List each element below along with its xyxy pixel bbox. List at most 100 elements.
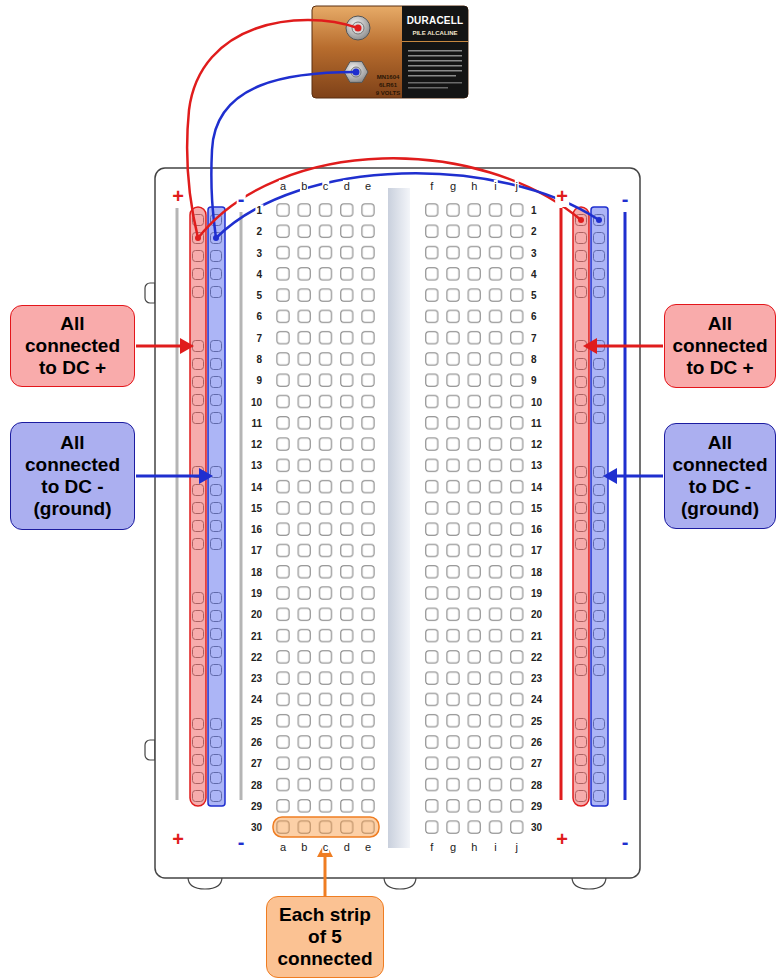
row-number: 7 (530, 332, 538, 343)
row-number: 30 (530, 822, 543, 833)
row-number: 7 (255, 332, 263, 343)
row-number: 19 (530, 588, 543, 599)
column-letter: i (493, 180, 497, 192)
row-number: 3 (255, 247, 263, 258)
row-number: 16 (250, 524, 263, 535)
row-number: 11 (250, 417, 263, 428)
rail-sign: - (621, 188, 630, 210)
rail-sign: - (237, 188, 246, 210)
column-letter: b (300, 180, 308, 192)
column-letter: e (364, 180, 372, 192)
row-number: 4 (530, 268, 538, 279)
row-number: 24 (250, 694, 263, 705)
row-number: 17 (250, 545, 263, 556)
callout-text: All connected to DC + (17, 313, 128, 379)
callout-arrows (136, 338, 663, 897)
column-letter: g (449, 841, 457, 853)
row-number: 29 (530, 800, 543, 811)
rail-sign: + (555, 828, 569, 850)
row-number: 21 (530, 630, 543, 641)
row-number: 28 (250, 779, 263, 790)
row-number: 26 (530, 737, 543, 748)
row-number: 10 (530, 396, 543, 407)
row-number: 15 (250, 502, 263, 513)
row-number: 15 (530, 502, 543, 513)
battery-text: MN1604 (377, 74, 400, 80)
row-number: 5 (255, 290, 263, 301)
row-number: 29 (250, 800, 263, 811)
row-number: 25 (250, 715, 263, 726)
row-number: 1 (255, 205, 263, 216)
rail-sign: + (555, 185, 569, 207)
row-number: 18 (250, 566, 263, 577)
battery (312, 6, 468, 98)
rail-highlights (190, 207, 608, 837)
row-number: 30 (250, 822, 263, 833)
row-number: 16 (530, 524, 543, 535)
column-letter: f (429, 841, 434, 853)
row-number: 13 (530, 460, 543, 471)
row-number: 13 (250, 460, 263, 471)
row-number: 23 (530, 673, 543, 684)
column-letter: j (515, 841, 519, 853)
column-letter: a (279, 841, 287, 853)
column-letter: c (322, 841, 330, 853)
callout-text: All connected to DC - (ground) (17, 432, 128, 519)
row-number: 27 (250, 758, 263, 769)
callout-box: All connected to DC - (ground) (10, 422, 135, 530)
rail-sign: + (171, 828, 185, 850)
row-number: 9 (255, 375, 263, 386)
row-number: 12 (250, 439, 263, 450)
row-number: 3 (530, 247, 538, 258)
row-number: 17 (530, 545, 543, 556)
row-number: 5 (530, 290, 538, 301)
callout-text: All connected to DC + (671, 313, 769, 379)
battery-text: DURACELL (407, 16, 464, 26)
row-number: 11 (530, 417, 543, 428)
column-letter: b (300, 841, 308, 853)
row-number: 10 (250, 396, 263, 407)
row-number: 20 (530, 609, 543, 620)
row-number: 26 (250, 737, 263, 748)
row-number: 8 (255, 353, 263, 364)
row-number: 6 (255, 311, 263, 322)
column-letter: f (429, 180, 434, 192)
row-number: 22 (530, 651, 543, 662)
row-number: 1 (530, 205, 538, 216)
column-letter: h (470, 841, 478, 853)
row-number: 9 (530, 375, 538, 386)
row-number: 21 (250, 630, 263, 641)
row-number: 4 (255, 268, 263, 279)
row-number: 6 (530, 311, 538, 322)
column-letter: h (470, 180, 478, 192)
battery-text: 9 VOLTS (376, 90, 401, 96)
column-letter: e (364, 841, 372, 853)
callout-box: Each strip of 5 connected (266, 896, 384, 978)
row-number: 12 (530, 439, 543, 450)
column-letter: i (493, 841, 497, 853)
column-letter: c (322, 180, 330, 192)
rail-lines (177, 208, 625, 800)
battery-text: PILE ALCALINE (412, 30, 457, 36)
row-number: 14 (530, 481, 543, 492)
callout-box: All connected to DC + (664, 304, 776, 388)
wires (187, 20, 602, 241)
callout-box: All connected to DC + (10, 305, 135, 387)
row-number: 22 (250, 651, 263, 662)
column-letter: j (515, 180, 519, 192)
column-letter: a (279, 180, 287, 192)
row-number: 25 (530, 715, 543, 726)
row-number: 14 (250, 481, 263, 492)
board (145, 168, 640, 889)
row-number: 24 (530, 694, 543, 705)
rail-sign: - (621, 831, 630, 853)
rail-sign: + (171, 185, 185, 207)
row-number: 2 (255, 226, 263, 237)
rail-sign: - (237, 831, 246, 853)
row-number: 28 (530, 779, 543, 790)
column-letter: d (343, 841, 351, 853)
battery-text: 6LR61 (379, 82, 397, 88)
callout-text: Each strip of 5 connected (273, 904, 377, 970)
